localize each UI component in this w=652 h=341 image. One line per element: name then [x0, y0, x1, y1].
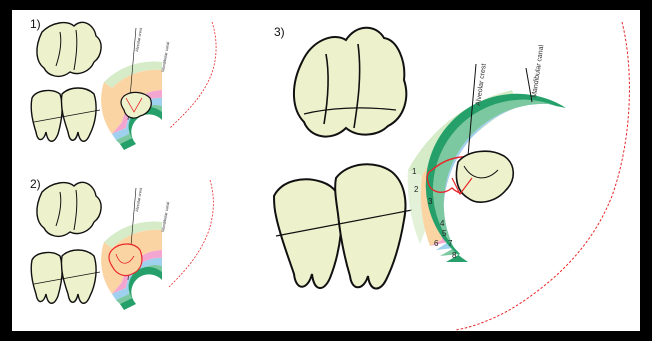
panel-2: 2) Alveolar crest Mandibular canal	[30, 177, 213, 310]
panel-1: 1) Alveolar cre	[30, 17, 216, 150]
panel-3-zone-7: 7	[448, 239, 453, 248]
figure-panel: 1) Alveolar cre	[12, 10, 640, 331]
panel-3-zone-3: 3	[428, 197, 433, 206]
panel-3-mandibular-canal-label: Mandibular canal	[531, 44, 545, 98]
panel-1-mandibular-canal-label: Mandibular canal	[160, 41, 170, 72]
panel-3-zone-4: 4	[440, 219, 445, 228]
panel-3-lower-molar-1	[274, 179, 342, 288]
panel-3: 3)	[274, 22, 629, 330]
panel-1-number: 1)	[30, 17, 41, 31]
panel-1-bone-contour	[170, 22, 216, 128]
panel-3-lower-molar-2	[335, 164, 405, 288]
panel-3-zone-8: 8	[452, 251, 457, 260]
impaction-diagram: 1) Alveolar cre	[12, 10, 640, 331]
panel-3-zone-1: 1	[412, 167, 417, 176]
panel-2-alveolar-crest-label: Alveolar crest	[134, 187, 143, 213]
panel-2-mandibular-canal-label: Mandibular canal	[160, 201, 170, 232]
panel-1-lower-molar-2	[61, 88, 96, 141]
panel-3-zone-5: 5	[442, 229, 447, 238]
panel-2-lower-molar-1	[31, 253, 62, 304]
panel-3-zone-2: 2	[414, 185, 419, 194]
panel-1-alveolar-crest-label: Alveolar crest	[134, 27, 143, 53]
panel-3-number: 3)	[274, 25, 285, 39]
panel-2-bone-contour	[168, 180, 213, 288]
panel-3-zone-6: 6	[434, 239, 439, 248]
panel-2-number: 2)	[30, 177, 41, 191]
panel-1-lower-molar-1	[31, 91, 62, 142]
panel-3-impacted-tooth	[456, 151, 513, 202]
panel-1-upper-molar	[37, 22, 101, 76]
panel-2-lower-molar-2	[61, 250, 96, 303]
panel-2-upper-molar	[37, 182, 101, 236]
panel-3-upper-molar	[294, 28, 406, 137]
